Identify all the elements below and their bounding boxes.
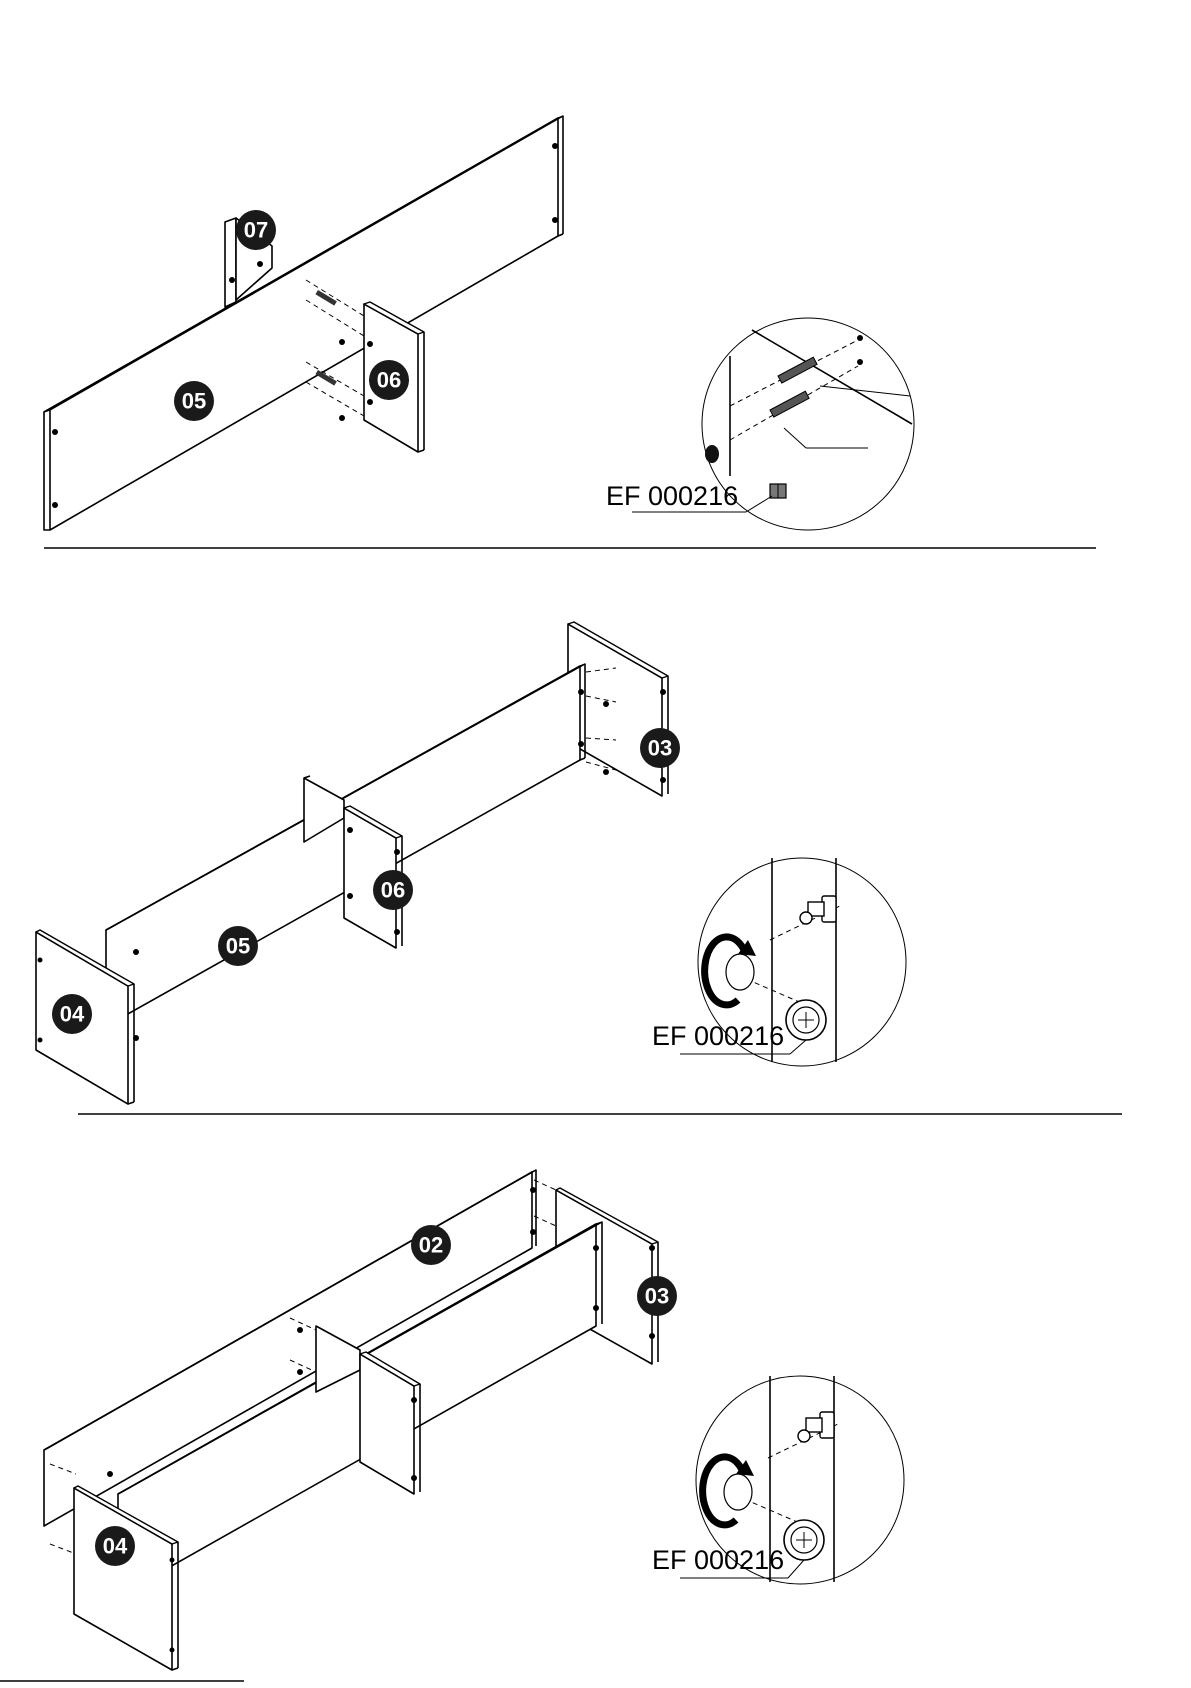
part-badge-06: 06 xyxy=(369,360,409,400)
panel-03 xyxy=(568,622,668,796)
hardware-code-label-2: EF 000216 xyxy=(652,1021,784,1051)
step-1: 07 06 05 xyxy=(44,116,914,530)
cam-bolt-icon xyxy=(800,896,836,924)
part-badge-06-step2: 06 xyxy=(373,870,413,910)
part-badge-02-label: 02 xyxy=(419,1233,443,1258)
detail-circle-2: EF 000216 xyxy=(652,858,906,1066)
part-badge-03-step3: 03 xyxy=(637,1276,677,1316)
part-badge-04-step3-label: 04 xyxy=(103,1534,128,1559)
part-badge-07: 07 xyxy=(236,210,276,250)
part-badge-06-label: 06 xyxy=(377,368,401,393)
cam-lock-icon-2 xyxy=(786,1000,826,1040)
hardware-code-label-3: EF 000216 xyxy=(652,1545,784,1575)
part-badge-05-label: 05 xyxy=(182,389,206,414)
step-2: 03 06 05 04 xyxy=(36,622,906,1104)
part-badge-07-label: 07 xyxy=(244,218,268,243)
hardware-code-label: EF 000216 xyxy=(606,481,738,511)
part-badge-04: 04 xyxy=(52,994,92,1034)
part-badge-03-label: 03 xyxy=(648,736,672,761)
part-badge-04-step3: 04 xyxy=(95,1526,135,1566)
detail-circle-1: EF 000216 xyxy=(606,318,914,530)
part-badge-05-step2: 05 xyxy=(218,926,258,966)
part-badge-05: 05 xyxy=(174,381,214,421)
part-badge-03-step3-label: 03 xyxy=(645,1284,669,1309)
dowel-icon xyxy=(770,357,817,417)
rotate-arrow-icon xyxy=(705,937,756,1005)
step-3: 02 03 04 xyxy=(44,1170,904,1670)
cam-lock-icon-3 xyxy=(784,1520,824,1560)
part-badge-05-step2-label: 05 xyxy=(226,934,250,959)
part-badge-02: 02 xyxy=(411,1225,451,1265)
cam-bolt-icon-3 xyxy=(798,1412,834,1442)
detail-circle-3: EF 000216 xyxy=(652,1376,904,1584)
part-badge-03: 03 xyxy=(640,728,680,768)
part-badge-04-label: 04 xyxy=(60,1002,85,1027)
rotate-arrow-icon-3 xyxy=(703,1457,754,1525)
cam-lock-icon xyxy=(770,484,786,498)
panel-05 xyxy=(44,116,563,530)
part-badge-06-step2-label: 06 xyxy=(381,878,405,903)
